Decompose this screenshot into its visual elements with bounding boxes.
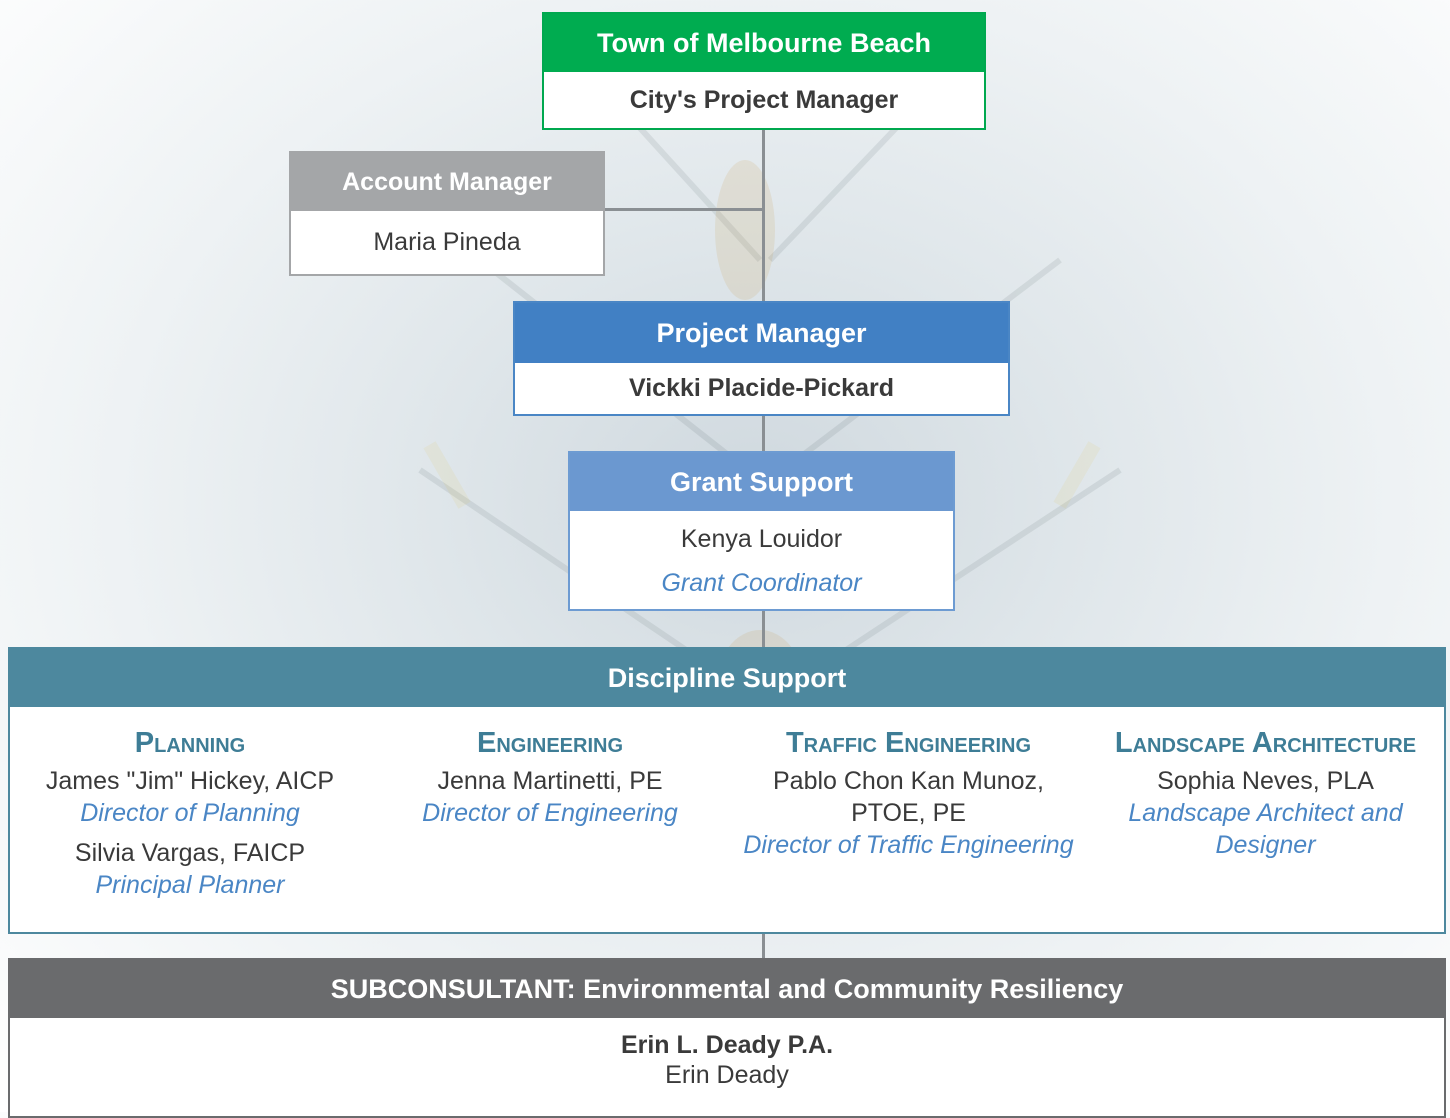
town-title: Town of Melbourne Beach (544, 14, 984, 72)
planning-column: Planning James "Jim" Hickey, AICP Direct… (10, 707, 370, 932)
connector-account-manager (604, 208, 764, 211)
grant-support-name: Kenya Louidor (680, 525, 843, 553)
connector-pm-to-grant (762, 416, 765, 452)
connector-grant-to-discipline (762, 611, 765, 648)
subconsultant-title: SUBCONSULTANT: Environmental and Communi… (10, 960, 1444, 1018)
traffic-engineering-person-name-line2: PTOE, PE (851, 799, 966, 827)
subconsultant-name: Erin Deady (665, 1061, 789, 1089)
discipline-support-box: Discipline Support Planning James "Jim" … (8, 647, 1446, 934)
engineering-column: Engineering Jenna Martinetti, PE Directo… (370, 707, 730, 932)
discipline-support-title: Discipline Support (10, 649, 1444, 707)
project-manager-name: Vickki Placide-Pickard (629, 374, 894, 402)
engineering-person-role: Director of Engineering (422, 799, 678, 827)
engineering-title: Engineering (476, 727, 624, 759)
town-subtitle: City's Project Manager (629, 85, 899, 114)
account-manager-name: Maria Pineda (373, 228, 521, 256)
landscape-architecture-title: Landscape Architecture (1114, 727, 1417, 759)
project-manager-box: Project Manager Vickki Placide-Pickard (513, 301, 1010, 416)
town-box: Town of Melbourne Beach City's Project M… (542, 12, 986, 130)
connector-town-to-pm (762, 130, 765, 302)
planning-title: Planning (134, 727, 246, 759)
engineering-person-name: Jenna Martinetti, PE (437, 767, 663, 795)
traffic-engineering-title: Traffic Engineering (785, 727, 1032, 759)
planning-person-2-role: Principal Planner (95, 871, 285, 899)
traffic-engineering-person-role: Director of Traffic Engineering (743, 831, 1074, 859)
landscape-person-role-line1: Landscape Architect and (1128, 799, 1403, 827)
traffic-engineering-person-name-line1: Pablo Chon Kan Munoz, (772, 767, 1044, 795)
account-manager-box: Account Manager Maria Pineda (289, 151, 605, 276)
planning-person-1-name: James "Jim" Hickey, AICP (45, 767, 335, 795)
landscape-person-name: Sophia Neves, PLA (1157, 767, 1374, 795)
subconsultant-box: SUBCONSULTANT: Environmental and Communi… (8, 958, 1446, 1118)
account-manager-title: Account Manager (291, 153, 603, 211)
planning-person-1-role: Director of Planning (80, 799, 300, 827)
connector-discipline-to-sub (762, 934, 765, 959)
grant-support-box: Grant Support Kenya Louidor Grant Coordi… (568, 451, 955, 611)
grant-support-title: Grant Support (570, 453, 953, 511)
grant-support-role: Grant Coordinator (661, 569, 862, 597)
traffic-engineering-column: Traffic Engineering Pablo Chon Kan Munoz… (730, 707, 1087, 932)
project-manager-title: Project Manager (515, 303, 1008, 363)
landscape-person-role-line2: Designer (1215, 831, 1316, 859)
planning-person-2-name: Silvia Vargas, FAICP (74, 839, 306, 867)
landscape-architecture-column: Landscape Architecture Sophia Neves, PLA… (1087, 707, 1444, 932)
subconsultant-firm: Erin L. Deady P.A. (620, 1031, 834, 1059)
